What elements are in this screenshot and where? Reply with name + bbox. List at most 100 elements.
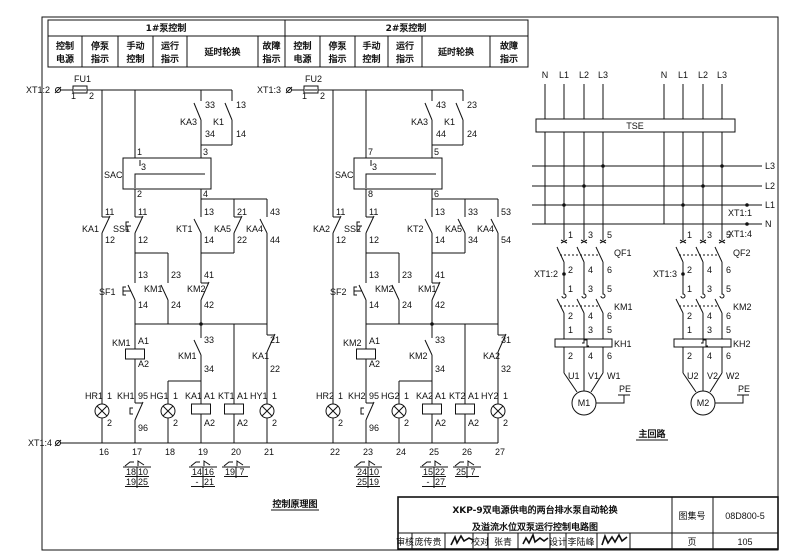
component-label: 41 (204, 270, 214, 280)
motor-label: M1 (578, 398, 591, 408)
column-number: 18 (165, 447, 175, 457)
relay-coil (422, 403, 442, 415)
component-label: 54 (501, 235, 511, 245)
junction-dot (582, 184, 586, 188)
contact-symbol (355, 460, 376, 467)
component-label: 7 (368, 147, 373, 157)
pin-label: 2 (687, 311, 692, 321)
normally-open-contact (224, 102, 233, 121)
lamp-cross (261, 405, 273, 417)
breaker-trip-mark (560, 239, 568, 244)
junction-dot (720, 164, 724, 168)
pin-label: 3 (588, 325, 593, 335)
phase-label: L1 (678, 70, 688, 80)
junction-dot (601, 164, 605, 168)
component-label: 21 (237, 207, 247, 217)
header-column-label: 运行 (161, 40, 179, 52)
component-label: 2 (137, 189, 142, 199)
pin-label: 1 (568, 284, 573, 294)
component-label: HY2 (481, 391, 499, 401)
normally-closed-contact (233, 215, 243, 234)
component-label: 22 (237, 235, 247, 245)
cross-ref-value: - (427, 477, 430, 487)
component-label: 2 (173, 418, 178, 428)
component-label: SF1 (99, 287, 116, 297)
pin-label: 1 (687, 325, 692, 335)
component-label: A1 (138, 336, 149, 346)
title-block (397, 496, 779, 550)
component-label: 3 (203, 147, 208, 157)
terminal-label: XT1:1 (728, 208, 752, 218)
column-number: 17 (132, 447, 142, 457)
component-label: 34 (468, 235, 478, 245)
normally-open-contact (193, 218, 202, 234)
component-label: 23 (467, 100, 477, 110)
normally-closed-contact (101, 215, 111, 234)
component-label: A2 (204, 418, 215, 428)
relay-label: KH2 (733, 339, 751, 349)
junction-dot (681, 203, 685, 207)
bus-label: L3 (765, 161, 775, 171)
pin-label: 5 (607, 284, 612, 294)
component-label: 13 (236, 100, 246, 110)
cross-ref-value: 19 (225, 467, 235, 477)
component-label: 12 (369, 235, 379, 245)
header-column-label: 电源 (293, 53, 311, 65)
component-label: 42 (435, 300, 445, 310)
design-label: 设计 (549, 536, 567, 548)
component-label: KA4 (246, 224, 263, 234)
component-label: HG2 (381, 391, 400, 401)
component-label: 33 (204, 335, 214, 345)
terminal-label: XT1:2 (26, 85, 50, 95)
component-label: 1 (107, 391, 112, 401)
lamp-cross (393, 405, 405, 417)
phase-label: L2 (698, 70, 708, 80)
header-column-label: 控制 (362, 53, 380, 65)
component-label: K1 (444, 117, 455, 127)
component-label: 34 (204, 364, 214, 374)
normally-open-contact (193, 102, 202, 121)
component-label: FU1 (74, 74, 91, 84)
column-number: 25 (429, 447, 439, 457)
phase-label: L3 (717, 70, 727, 80)
contactor-arc-mark (719, 292, 725, 299)
cross-ref-value: - (196, 477, 199, 487)
lamp-cross (96, 405, 108, 417)
breaker-label: QF1 (614, 248, 632, 258)
contactor-arc-mark (680, 292, 686, 299)
breaker-contact (714, 246, 723, 263)
relay-coil (356, 348, 376, 360)
component-label: SAC (335, 170, 354, 180)
contactor-arc-mark (561, 292, 567, 299)
header-column-label: 停泵 (91, 40, 110, 52)
normally-open-contact (424, 218, 433, 234)
pushbutton-actuator (125, 221, 131, 231)
contact-symbol (190, 460, 211, 467)
component-label: A1 (435, 391, 446, 401)
header-column-label: 指示 (396, 53, 414, 65)
cross-ref-value: 7 (239, 467, 244, 477)
breaker-label: QF2 (733, 248, 751, 258)
pin-label: 1 (568, 230, 573, 240)
component-label: 14 (236, 129, 246, 139)
pin-label: 2 (687, 351, 692, 361)
checker-signature (522, 532, 549, 545)
component-label: 21 (270, 335, 280, 345)
component-label: 1 (71, 91, 76, 101)
component-label: 1 (302, 91, 307, 101)
cross-ref-table (123, 466, 151, 488)
component-label: SF2 (330, 287, 347, 297)
component-label: K1 (213, 117, 224, 127)
header-column-label: 指示 (328, 53, 346, 65)
normally-open-contact (259, 218, 268, 234)
transfer-switch-tse (535, 118, 736, 133)
component-label: HG1 (150, 391, 169, 401)
component-label: KM1 (418, 284, 437, 294)
component-label: 13 (138, 270, 148, 280)
cross-ref-value: 14 (192, 467, 202, 477)
pin-label: 3 (588, 230, 593, 240)
header-column-label: 停泵 (328, 40, 347, 52)
component-label: KA1 (82, 224, 99, 234)
pin-label: 4 (707, 311, 712, 321)
